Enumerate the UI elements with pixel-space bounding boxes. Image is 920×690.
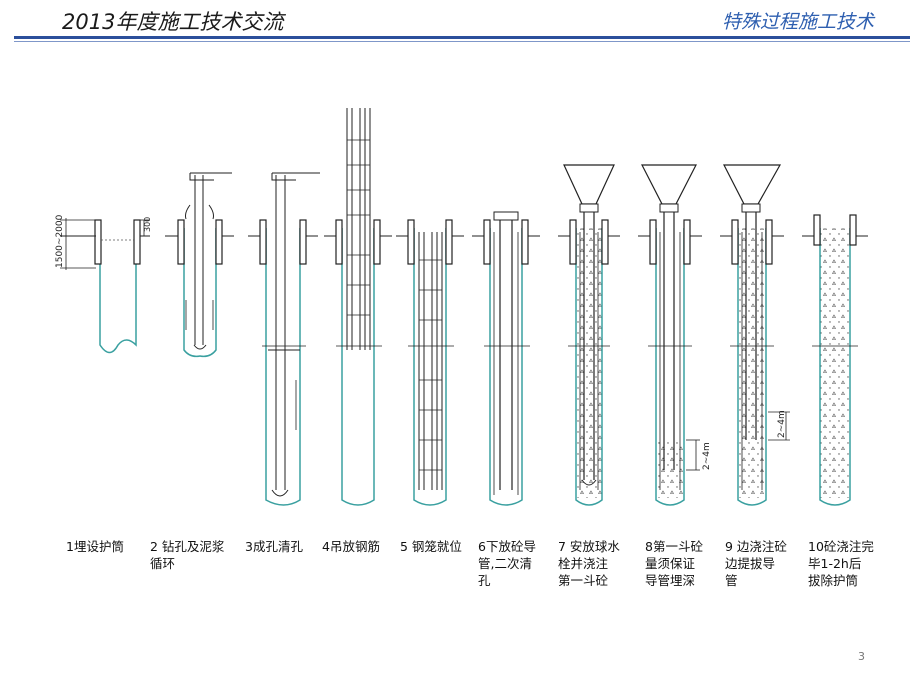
step-2-figure — [165, 172, 234, 358]
step-caption-8: 8第一斗砼 量须保证 导管埋深 — [645, 539, 703, 588]
dim-embed-depth-b: 2~4m — [777, 410, 787, 438]
dim-casing-depth: 1500~2000 — [55, 214, 65, 268]
header-right-title: 特殊过程施工技术 — [721, 11, 874, 33]
step-caption-2: 2 钻孔及泥浆 循环 — [150, 539, 225, 571]
step-6-figure — [472, 211, 540, 506]
step-caption-3: 3成孔清孔 — [245, 539, 303, 554]
step-1-figure: 1500~2000 300 — [55, 214, 152, 354]
step-caption-4: 4吊放钢筋 — [322, 539, 380, 554]
step-caption-5: 5 钢笼就位 — [400, 539, 462, 554]
step-caption-6: 6下放砼导 管,二次清 孔 — [478, 539, 536, 588]
step-caption-9: 9 边浇注砼 边提拔导 管 — [725, 539, 787, 588]
step-5-figure — [396, 219, 464, 506]
dim-casing-height: 300 — [143, 217, 152, 232]
header-left-title: 2013年度施工技术交流 — [62, 10, 284, 34]
step-4-figure — [324, 108, 392, 506]
step-10-figure — [802, 214, 868, 506]
dim-embed-depth-a: 2~4m — [702, 442, 712, 470]
page-number: 3 — [858, 650, 865, 663]
header-rule-thin — [14, 41, 910, 42]
step-caption-1: 1埋设护筒 — [66, 539, 124, 554]
step-caption-7: 7 安放球水 栓并浇注 第一斗砼 — [558, 539, 620, 588]
step-9-figure: 2~4m — [720, 164, 790, 506]
step-3-figure — [248, 172, 320, 506]
step-caption-10: 10砼浇注完 毕1-2h后 拔除护筒 — [808, 539, 874, 588]
step-8-figure: 2~4m — [638, 164, 712, 506]
header-rule — [14, 36, 910, 39]
step-7-figure — [558, 164, 620, 506]
